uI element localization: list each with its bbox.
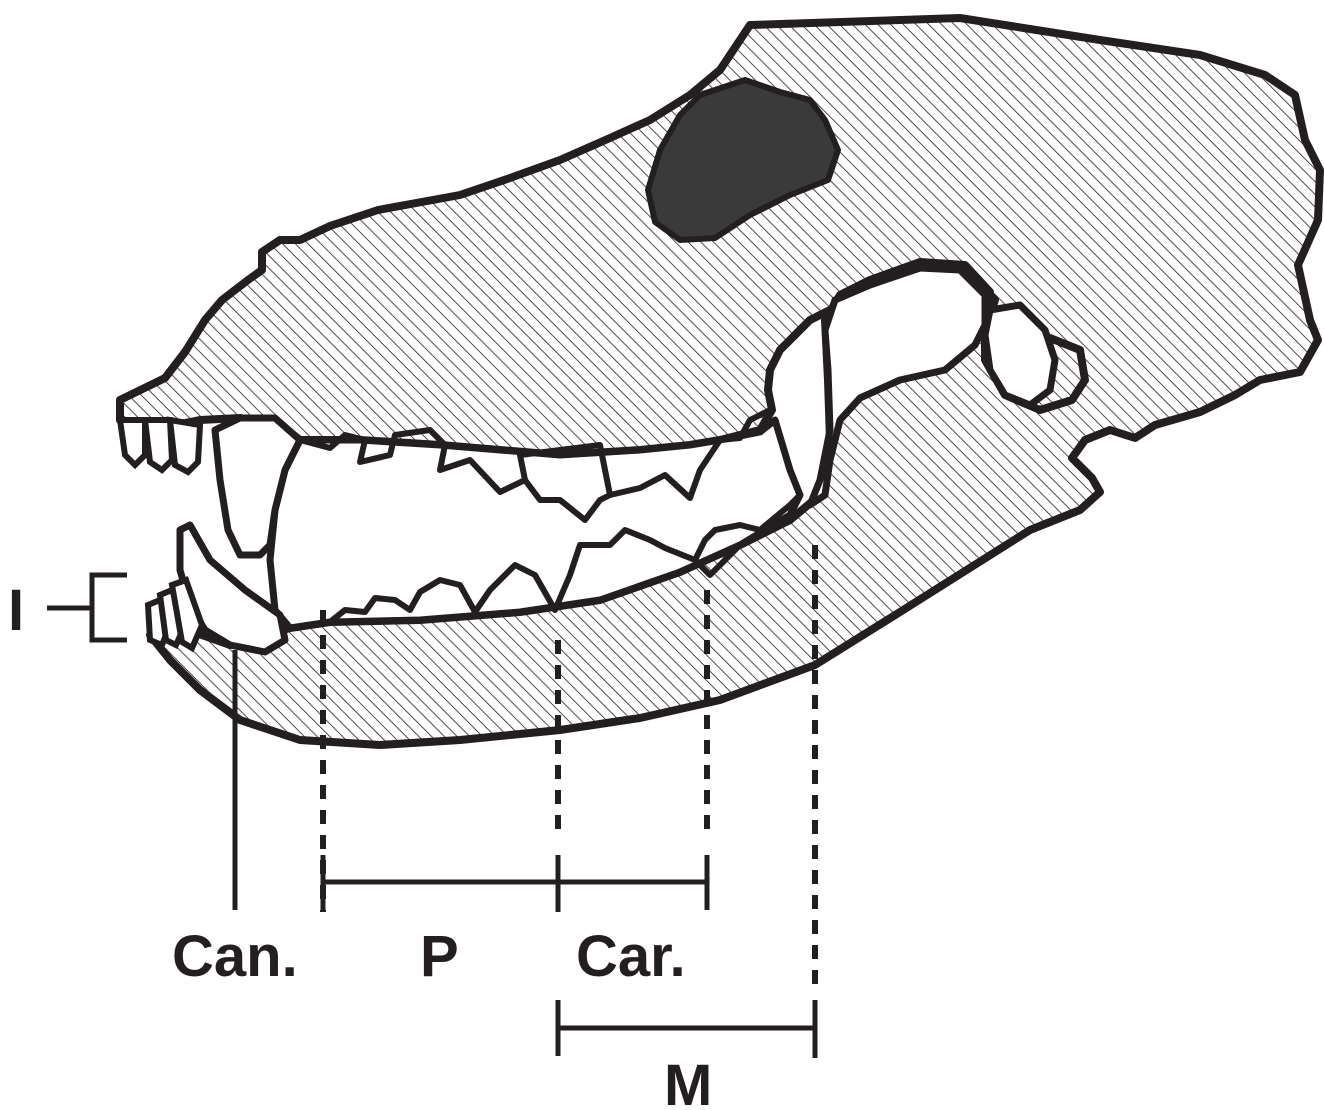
upper-incisor-3 [170,420,200,472]
upper-incisor-1 [120,420,145,465]
molar-label: M [664,1053,712,1110]
incisor-label: I [8,578,24,643]
premolar-label: P [420,924,459,989]
canine-label: Can. [172,924,298,989]
carnassial-label: Car. [576,924,686,989]
incisor-bracket [92,575,127,640]
